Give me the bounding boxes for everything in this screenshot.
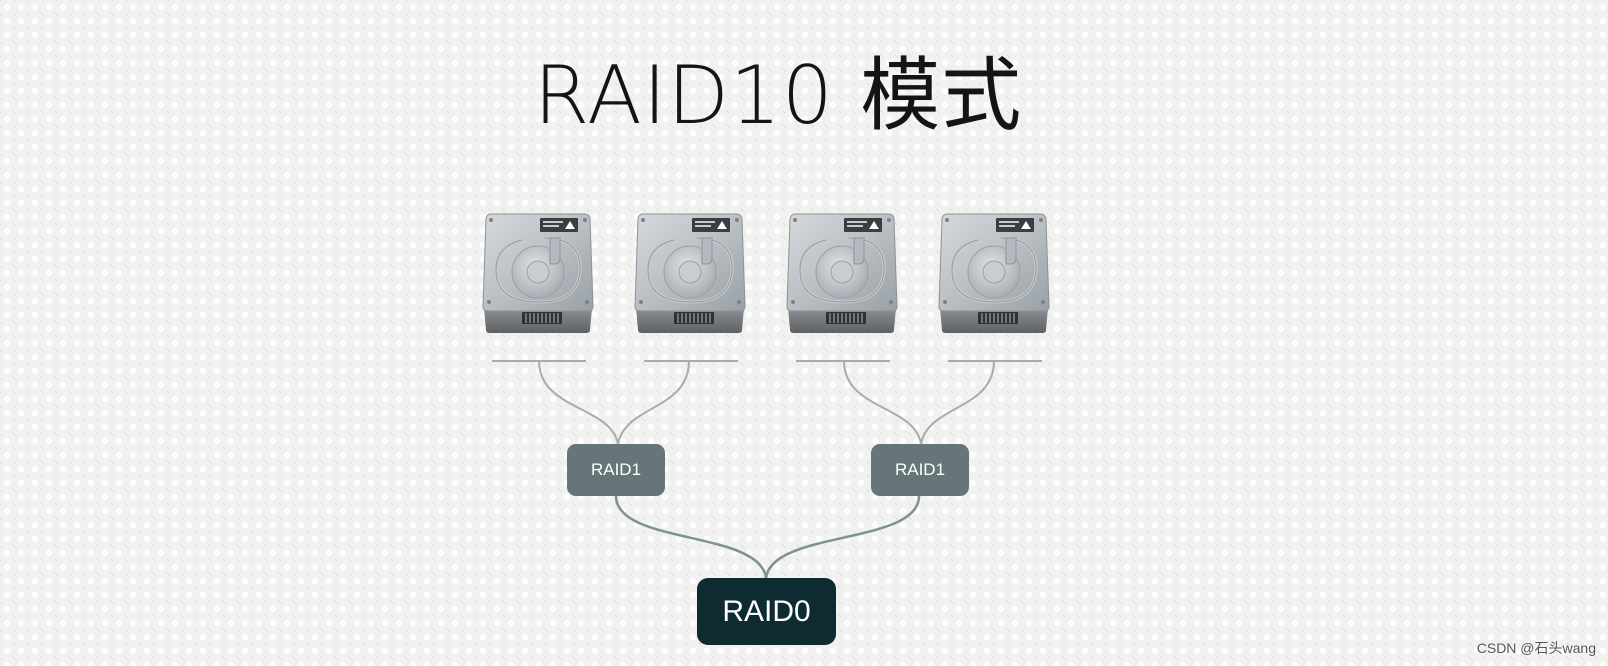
raid0-node: RAID0 (697, 578, 836, 645)
raid1-node-right: RAID1 (871, 444, 969, 496)
wire-disk3-raid1b (843, 360, 922, 445)
wire-disk1-raid1a (538, 360, 619, 445)
wire-raid1a-raid0 (614, 495, 768, 579)
wire-disk2-raid1a (617, 360, 690, 445)
disk-baseline (644, 360, 738, 362)
raid1-node-left: RAID1 (567, 444, 665, 496)
wire-disk4-raid1b (920, 360, 995, 445)
watermark: CSDN @石头wang (1476, 640, 1596, 656)
page-title: RAID10 模式 (533, 49, 1023, 142)
wire-raid1b-raid0 (764, 495, 921, 579)
